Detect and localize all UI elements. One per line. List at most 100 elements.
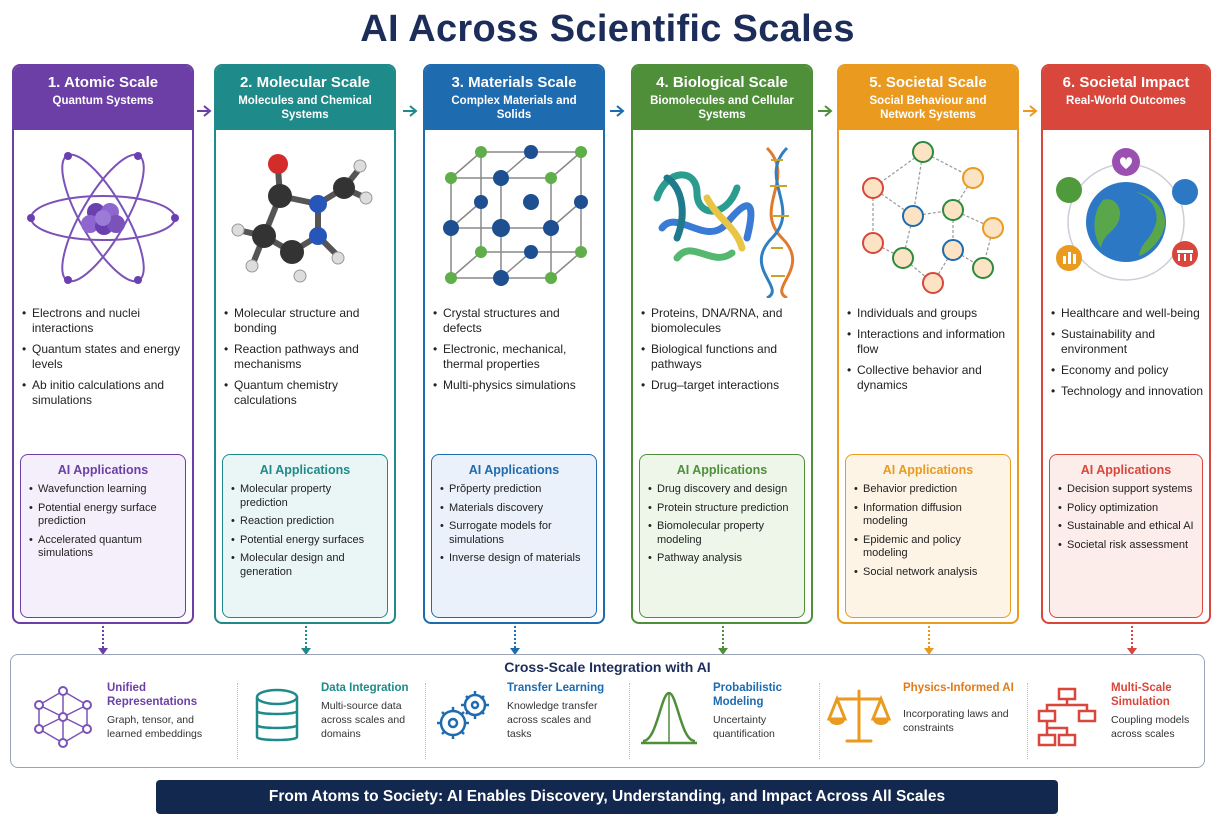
integration-item-title: Physics-Informed AI (903, 682, 1014, 694)
list-item: Information diffusion modeling (854, 502, 1002, 529)
balance-scale-icon (827, 689, 891, 743)
list-item: Protein structure prediction (648, 502, 796, 516)
list-item: Sustainable and ethical AI (1058, 520, 1194, 534)
divider (1027, 683, 1028, 759)
arrow-down-icon (1127, 648, 1137, 655)
list-item: Sustainability and environment (1051, 327, 1205, 357)
column-title: 4. Biological Scale (656, 74, 788, 91)
list-item: Biomolecular property modeling (648, 520, 796, 547)
list-item: Drug–target interactions (641, 378, 807, 393)
divider (425, 683, 426, 759)
list-item: Healthcare and well-being (1051, 306, 1205, 321)
column-header: 2. Molecular Scale Molecules and Chemica… (216, 66, 394, 130)
protein-dna-icon (633, 138, 811, 358)
integration-item-desc: Coupling models across scales (1111, 714, 1190, 740)
arrow-right-icon (1023, 105, 1038, 117)
list-item: Molecular design and generation (231, 552, 379, 579)
list-item: Policy optimization (1058, 502, 1194, 516)
list-item: Molecular structure and bonding (224, 306, 390, 336)
connector-line (305, 626, 307, 652)
integration-item-title: Probabilistic Modeling (713, 682, 783, 708)
crystal-lattice-icon (425, 138, 603, 358)
ai-applications-title: AI Applications (1080, 463, 1172, 477)
list-item: Ab initio calculations and simulations (22, 378, 188, 408)
scale-column-biological: 4. Biological Scale Biomolecules and Cel… (631, 64, 813, 624)
arrow-right-icon (197, 105, 212, 117)
column-title: 5. Societal Scale (869, 74, 987, 91)
list-item: Prŏperty prediction (440, 483, 588, 497)
divider (629, 683, 630, 759)
integration-item-desc: Graph, tensor, and learned embeddings (107, 714, 203, 740)
list-item: Accelerated quantum simulations (29, 534, 177, 561)
arrow-right-icon (403, 105, 418, 117)
ai-applications-title: AI Applications (57, 463, 149, 477)
ai-applications-box: AI Applications Molecular property predi… (222, 454, 388, 618)
list-item: Pathway analysis (648, 552, 796, 566)
integration-item-title: Transfer Learning (507, 682, 605, 694)
list-item: Interactions and information flow (847, 327, 1013, 357)
ai-applications-box: AI Applications Decision support systems… (1049, 454, 1203, 618)
bullet-list: Healthcare and well-being Sustainability… (1051, 306, 1205, 405)
column-subtitle: Biomolecules and Cellular Systems (650, 95, 794, 121)
divider (819, 683, 820, 759)
integration-item-desc: Multi-source data across scales and doma… (321, 700, 406, 740)
integration-title: Cross-Scale Integration with AI (504, 659, 711, 675)
social-network-icon (839, 138, 1017, 358)
integration-item-title: Data Integration (321, 682, 409, 694)
list-item: Reaction pathways and mechanisms (224, 342, 390, 372)
ai-applications-title: AI Applications (259, 463, 351, 477)
bullet-list: Molecular structure and bonding Reaction… (224, 306, 390, 414)
integration-item-title: Unified Representations (107, 682, 198, 708)
list-item: Decision support systems (1058, 483, 1194, 497)
scale-column-societal: 5. Societal Scale Social Behaviour and N… (837, 64, 1019, 624)
ai-applications-box: AI Applications Behavior prediction Info… (845, 454, 1011, 618)
ai-applications-title: AI Applications (882, 463, 974, 477)
bell-curve-icon (641, 691, 697, 745)
arrow-right-icon (818, 105, 833, 117)
page-title: AI Across Scientific Scales (360, 8, 855, 50)
list-item: Drug discovery and design (648, 483, 796, 497)
list-item: Technology and innovation (1051, 384, 1205, 399)
atom-icon (14, 138, 192, 358)
ai-applications-title: AI Applications (676, 463, 768, 477)
arrow-down-icon (301, 648, 311, 655)
list-item: Economy and policy (1051, 363, 1205, 378)
globe-icon (1043, 138, 1209, 358)
column-subtitle: Complex Materials and Solids (451, 95, 577, 121)
list-item: Electrons and nuclei interactions (22, 306, 188, 336)
column-title: 2. Molecular Scale (239, 74, 371, 91)
column-subtitle: Social Behaviour and Network Systems (869, 95, 987, 121)
list-item: Collective behavior and dynamics (847, 363, 1013, 393)
integration-item-desc: Uncertainty quantification (713, 714, 775, 740)
integration-item-probabilistic-modeling: Probabilistic Modeling Uncertainty quant… (637, 679, 827, 763)
gears-icon (437, 691, 489, 739)
list-item: Proteins, DNA/RNA, and biomolecules (641, 306, 807, 336)
list-item: Behavior prediction (854, 483, 1002, 497)
cross-scale-integration-panel: Cross-Scale Integration with AI Unified … (10, 654, 1205, 768)
column-header: 4. Biological Scale Biomolecules and Cel… (633, 66, 811, 130)
list-item: Electronic, mechanical, thermal properti… (433, 342, 599, 372)
arrow-right-icon (610, 105, 625, 117)
arrow-down-icon (718, 648, 728, 655)
column-subtitle: Real-World Outcomes (1066, 95, 1186, 107)
scale-column-impact: 6. Societal Impact Real-World Outcomes H… (1041, 64, 1211, 624)
ai-applications-box: AI Applications Wavefunction learning Po… (20, 454, 186, 618)
list-item: Biological functions and pathways (641, 342, 807, 372)
ai-applications-box: AI Applications Prŏperty prediction Mate… (431, 454, 597, 618)
connector-line (928, 626, 930, 652)
list-item: Potential energy surface prediction (29, 502, 177, 529)
list-item: Reaction prediction (231, 515, 379, 529)
list-item: Quantum states and energy levels (22, 342, 188, 372)
integration-item-multi-scale-simulation: Multi-Scale Simulation Coupling models a… (1035, 679, 1201, 763)
integration-item-data-integration: Data Integration Multi-source data acros… (245, 679, 425, 763)
connector-line (1131, 626, 1133, 652)
arrow-down-icon (510, 648, 520, 655)
column-title: 6. Societal Impact (1062, 74, 1190, 91)
database-icon (255, 688, 299, 742)
arrow-down-icon (924, 648, 934, 655)
column-header: 3. Materials Scale Complex Materials and… (425, 66, 603, 130)
bullet-list: Individuals and groups Interactions and … (847, 306, 1013, 399)
column-header: 5. Societal Scale Social Behaviour and N… (839, 66, 1017, 130)
list-item: Epidemic and policy modeling (854, 534, 1002, 561)
column-subtitle: Quantum Systems (52, 95, 154, 107)
